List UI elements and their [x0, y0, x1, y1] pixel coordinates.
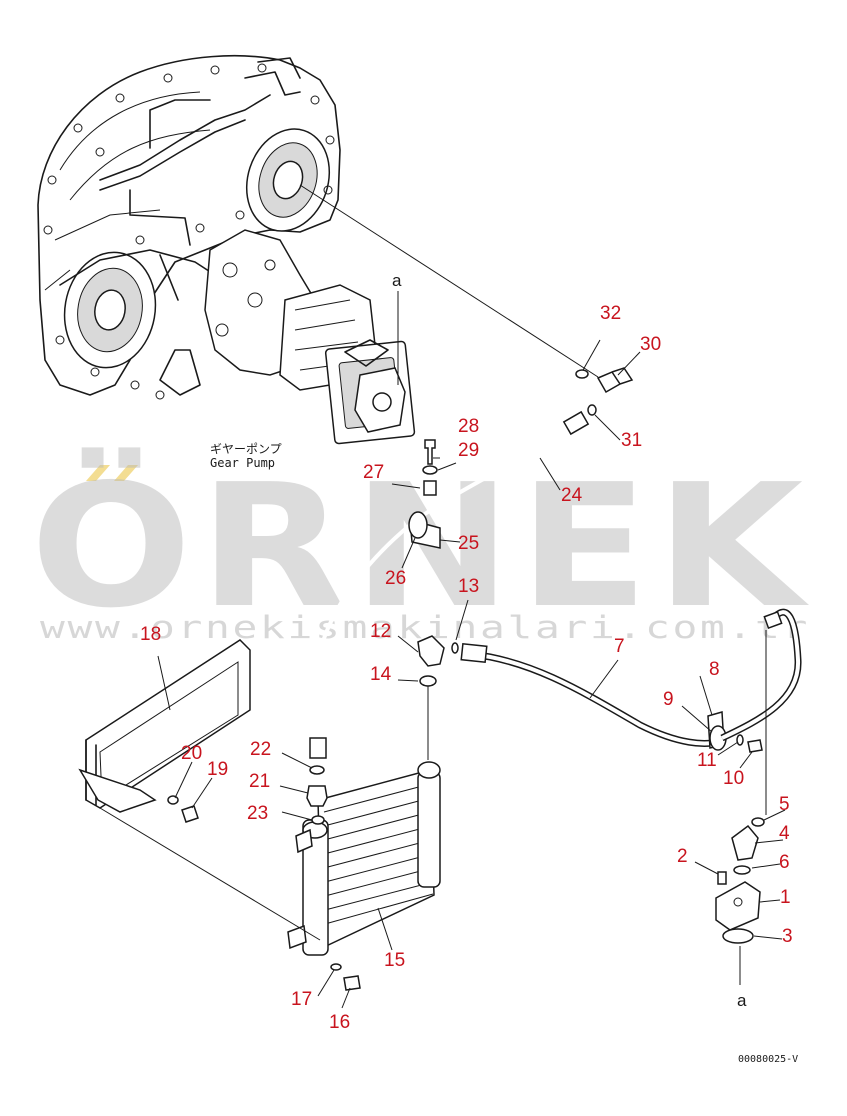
- watermark-accent-right: [114, 465, 138, 481]
- cooler-tank-right: [417, 771, 441, 888]
- hose-24-end-fitting-lower: [309, 737, 327, 759]
- screw-2: [717, 871, 727, 885]
- o-ring-6: [733, 865, 751, 875]
- callout-12: 12: [370, 621, 391, 642]
- gear-pump-label-jp: ギヤーポンプ: [210, 442, 282, 456]
- connector-21: [306, 785, 328, 807]
- callout-30: 30: [640, 334, 661, 355]
- callout-6: 6: [779, 852, 790, 873]
- callout-4: 4: [779, 823, 790, 844]
- clamp-26-cushion: [408, 511, 428, 539]
- pump-elbow-fitting: [575, 367, 634, 416]
- callout-21: 21: [249, 771, 270, 792]
- callout-numbers: 1 2 3 4 5 6 7 8 9 10 11 12 13 14 15 16 1…: [140, 303, 793, 1033]
- callout-10: 10: [723, 768, 744, 789]
- watermark-brand: ÖRNEK: [30, 447, 810, 646]
- callout-20: 20: [181, 743, 202, 764]
- watermark-accent-left: [86, 465, 110, 481]
- assembly-line: [299, 184, 599, 378]
- callout-29: 29: [458, 440, 479, 461]
- spacer-27: [423, 480, 437, 496]
- o-ring-32: [575, 369, 589, 379]
- callout-18: 18: [140, 624, 161, 645]
- callout-1: 1: [780, 887, 791, 908]
- washer-11: [736, 734, 744, 746]
- o-ring-13: [451, 642, 459, 654]
- callout-leaders: [157, 339, 786, 1009]
- return-tube: [720, 608, 802, 815]
- o-ring-23: [311, 815, 325, 825]
- bolt-16: [343, 975, 361, 991]
- return-tube-fitting: [763, 611, 783, 629]
- callout-24: 24: [561, 485, 583, 506]
- callout-15: 15: [384, 950, 405, 971]
- o-ring-5: [751, 817, 765, 827]
- elbow-4: [731, 824, 759, 861]
- washer-17: [330, 963, 342, 971]
- callout-22: 22: [250, 739, 271, 760]
- hose-7-end-fitting: [460, 642, 488, 664]
- drawing-code: 00080025-V: [738, 1054, 798, 1065]
- callout-7: 7: [614, 636, 625, 657]
- o-ring-14: [419, 675, 437, 687]
- callout-5: 5: [779, 794, 790, 815]
- callout-23: 23: [247, 803, 268, 824]
- bolt-19: [181, 805, 199, 823]
- callout-16: 16: [329, 1012, 350, 1033]
- washer-29: [422, 465, 438, 475]
- callout-27: 27: [363, 462, 384, 483]
- o-ring-3: [722, 928, 754, 944]
- callout-13: 13: [458, 576, 479, 597]
- callout-3: 3: [782, 926, 793, 947]
- hose-7: [460, 642, 763, 753]
- transmission-assembly: [37, 54, 341, 400]
- callout-17: 17: [291, 989, 312, 1010]
- hose-24: [309, 410, 590, 759]
- hose-clamp: [408, 439, 441, 549]
- watermark: ÖRNEK www.ornekismakinalari.com.tr: [30, 447, 810, 646]
- oil-cooler: [287, 761, 441, 991]
- washer-20: [167, 795, 179, 805]
- elbow-12: [417, 635, 445, 667]
- cooler-mount-bracket-top: [295, 828, 313, 854]
- bolt-10: [747, 739, 763, 753]
- port-block-assembly: [715, 817, 765, 985]
- cooler-mount-bracket-bottom: [287, 924, 307, 950]
- o-ring-22: [309, 765, 325, 775]
- callout-11: 11: [697, 750, 717, 771]
- callout-19: 19: [207, 759, 228, 780]
- reference-a-bottom: a: [737, 991, 747, 1010]
- o-ring-31: [587, 404, 597, 416]
- callout-28: 28: [458, 416, 479, 437]
- elbow-fitting-30: [596, 367, 634, 394]
- callout-25: 25: [458, 533, 479, 554]
- reference-a-top: a: [392, 271, 402, 290]
- callout-32: 32: [600, 303, 621, 324]
- callout-26: 26: [385, 568, 406, 589]
- callout-8: 8: [709, 659, 720, 680]
- callout-31: 31: [621, 430, 642, 451]
- callout-2: 2: [677, 846, 688, 867]
- cooler-guard-bracket: [78, 639, 321, 941]
- fitting-12: [417, 635, 459, 760]
- gear-pump-assembly: ギヤーポンプ Gear Pump: [204, 229, 416, 470]
- bolt-28: [424, 439, 436, 465]
- hose-24-end-fitting-upper: [562, 410, 590, 436]
- gear-pump-label-en: Gear Pump: [210, 456, 275, 470]
- callout-14: 14: [370, 664, 392, 685]
- callout-9: 9: [663, 689, 674, 710]
- cooler-inlet-fitting: [306, 765, 328, 825]
